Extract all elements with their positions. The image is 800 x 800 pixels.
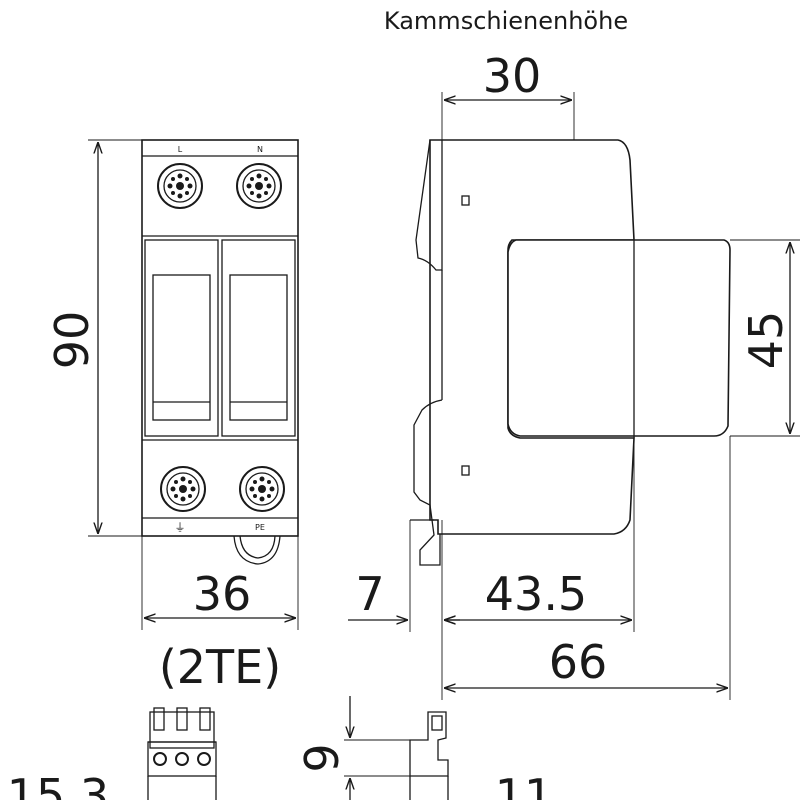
terminal-label-l: L xyxy=(178,145,183,154)
dimension-rail-offset-label: 7 xyxy=(355,567,384,621)
dimension-width-label: 36 xyxy=(193,567,252,621)
dimension-module: 45 xyxy=(730,239,800,437)
side-housing-outline xyxy=(429,139,635,535)
dimension-bottom-height-label: 9 xyxy=(295,743,349,772)
side-module-outline xyxy=(507,239,731,437)
dimension-depth-front-label: 43.5 xyxy=(485,567,587,621)
pe-wire xyxy=(233,535,281,565)
dimension-depth-total-label: 66 xyxy=(549,635,608,689)
protection-module-right xyxy=(221,239,296,437)
dimension-module-label: 45 xyxy=(739,311,793,370)
comb-busbar-side: 9 xyxy=(295,696,449,800)
dimension-bottom-left-label: 15.3 xyxy=(7,769,109,800)
terminal-screw-icon xyxy=(157,163,203,209)
protection-module-left xyxy=(144,239,219,437)
dimension-depth-front: 43.5 xyxy=(444,438,635,632)
earth-symbol-icon: ⏚ xyxy=(175,521,186,534)
dimension-width-units-label: (2TE) xyxy=(159,640,281,694)
comb-busbar-front xyxy=(147,707,217,800)
terminal-screw-icon xyxy=(236,163,282,209)
front-view: L N xyxy=(141,139,299,565)
dimension-height: 90 xyxy=(45,139,142,537)
dimension-rail-offset: 7 xyxy=(348,520,460,632)
dimension-busbar-label: 30 xyxy=(483,49,542,103)
dimension-busbar: 30 xyxy=(441,49,575,140)
side-view xyxy=(410,139,731,566)
title-label: Kammschienenhöhe xyxy=(384,7,628,35)
dimension-width: 36 (2TE) xyxy=(141,536,299,694)
dimension-depth-total: 66 xyxy=(441,436,731,700)
terminal-screw-icon xyxy=(160,466,206,512)
dimension-bottom-right-label: 11 xyxy=(495,769,554,800)
pe-label: PE xyxy=(255,523,265,532)
terminal-label-n: N xyxy=(257,145,263,154)
terminal-screw-icon xyxy=(239,466,285,512)
dimension-height-label: 90 xyxy=(45,311,99,370)
